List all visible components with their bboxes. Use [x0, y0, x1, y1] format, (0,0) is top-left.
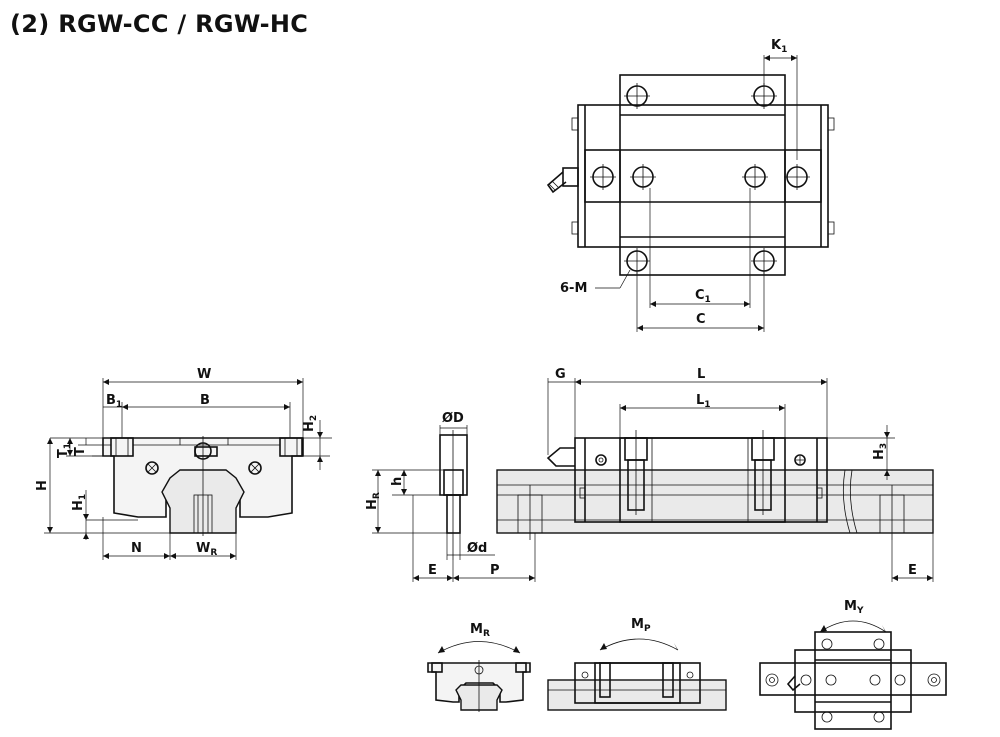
- moment-my-label: MY: [844, 599, 864, 616]
- top-view: K1 6-M C1 C: [546, 38, 835, 332]
- dim-p-label: P: [490, 563, 500, 578]
- moment-mr-label: MR: [470, 622, 490, 639]
- dim-wr-label: WR: [196, 541, 217, 558]
- dim-e-right-label: E: [908, 563, 917, 578]
- moment-my-diagram: MY: [759, 599, 947, 730]
- screw-icon: [145, 461, 262, 475]
- dim-l-label: L: [697, 367, 705, 382]
- bolt-hole-icon: [590, 83, 810, 274]
- side-view: G L L1 H3 E: [496, 367, 934, 582]
- dim-n-label: N: [131, 541, 142, 556]
- dim-t1-label: T1: [56, 443, 73, 458]
- side-view-block: [619, 437, 786, 523]
- bolt-hole-icon: [765, 638, 941, 723]
- dim-g-label: G: [555, 367, 566, 382]
- dim-h1-label: H1: [71, 494, 88, 511]
- dim-h-label: H: [35, 480, 50, 491]
- dim-b-label: B: [200, 393, 210, 408]
- page-title: (2) RGW-CC / RGW-HC: [10, 10, 309, 38]
- dim-e-left-label: E: [428, 563, 437, 578]
- moment-mp-label: MP: [631, 617, 651, 634]
- moment-mp-diagram: MP: [547, 617, 727, 711]
- dim-h3-label: H3: [872, 443, 889, 460]
- dim-c-label: C: [696, 312, 706, 327]
- rail-section: ØD h HR Ød E P: [365, 411, 536, 582]
- dim-b1-label: B1: [106, 393, 122, 410]
- top-view-body: [577, 104, 829, 248]
- dim-c1-label: C1: [695, 288, 711, 305]
- dim-h2-label: H2: [302, 415, 319, 432]
- dim-k1-label: K1: [771, 38, 787, 55]
- dim-od-label: ØD: [442, 411, 464, 426]
- dim-h-small-label: h: [390, 477, 405, 486]
- dim-l1-label: L1: [696, 393, 711, 410]
- dim-w-label: W: [197, 367, 211, 382]
- dim-t-label: T: [73, 447, 88, 456]
- dim-6m-label: 6-M: [560, 281, 587, 296]
- side-view-rail: [496, 469, 934, 534]
- dim-hr-label: HR: [365, 492, 382, 510]
- moment-mr-diagram: MR: [427, 622, 531, 712]
- dim-od-small-label: Ød: [467, 541, 487, 556]
- grease-nipple-icon: [546, 167, 579, 194]
- front-view: W B1 B H2 T1 T H H1: [35, 367, 332, 560]
